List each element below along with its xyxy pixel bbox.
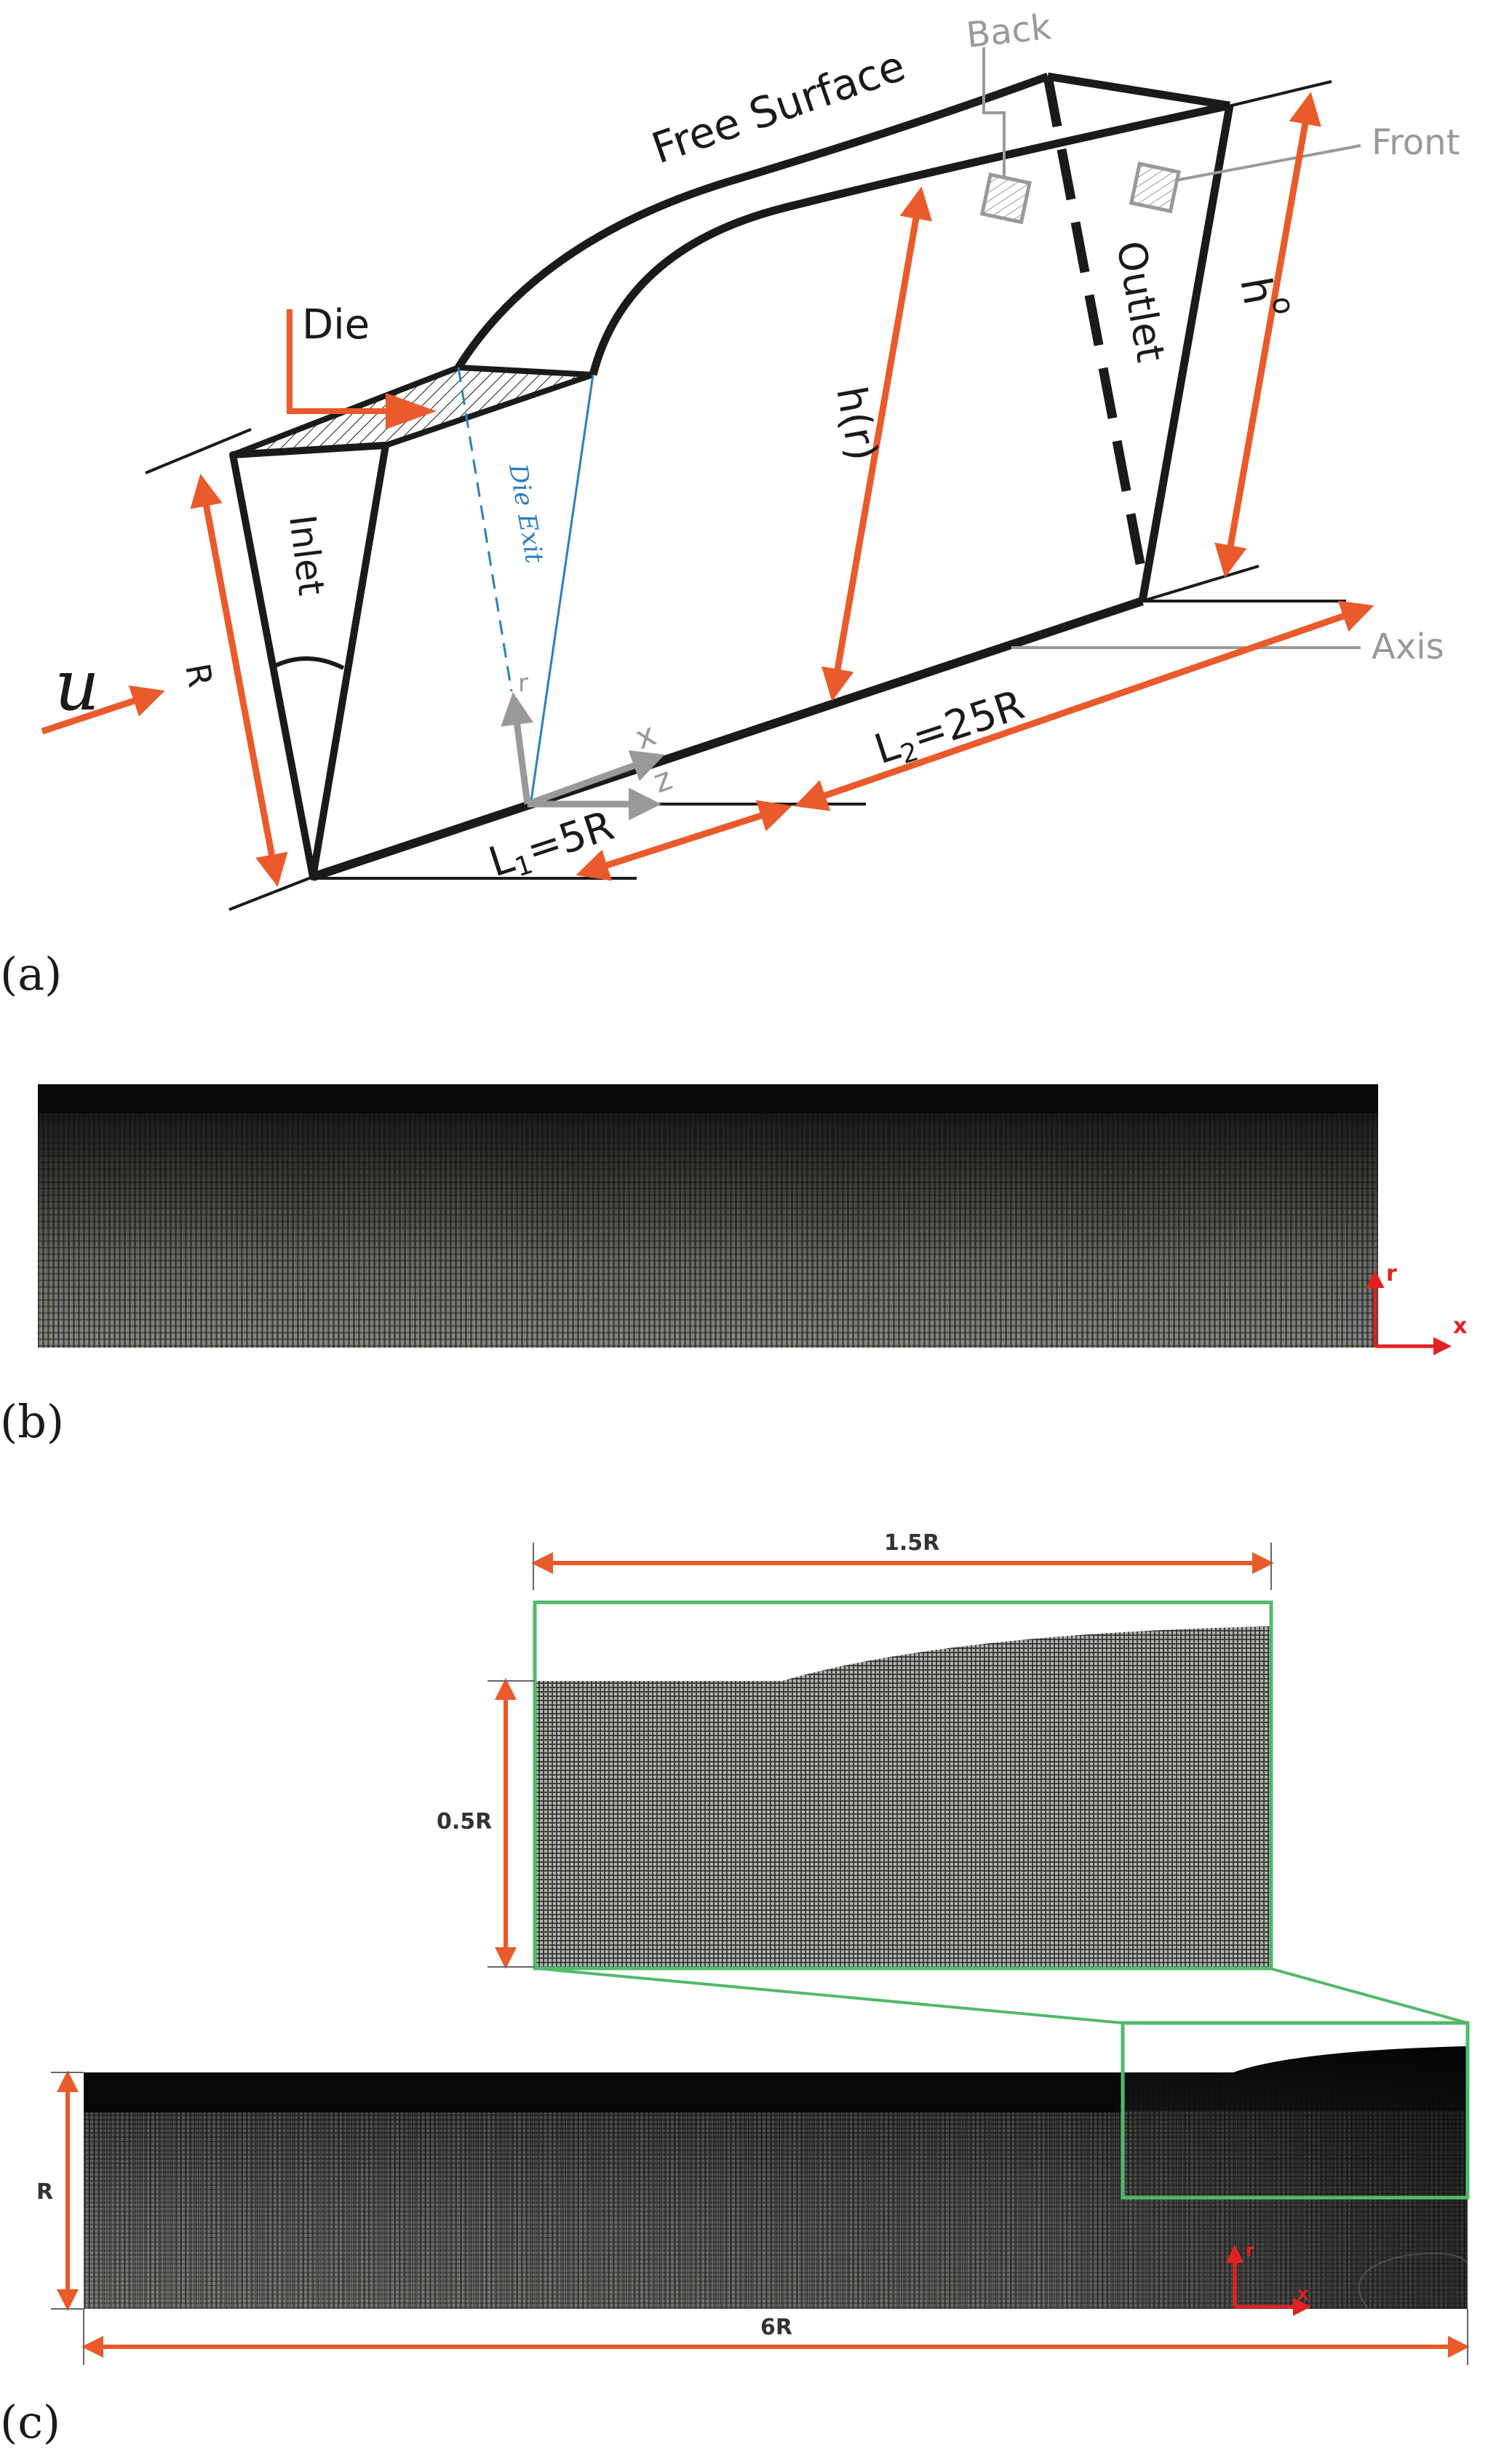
panel-c: 1.5R 0.5R R 6R r x (0, 1530, 1470, 2449)
label-6R: 6R (760, 2315, 792, 2340)
label-R-left: R (36, 2179, 53, 2205)
b-label-x: x (1453, 1313, 1467, 1339)
label-free-surface: Free Surface (645, 41, 911, 173)
inset-shade (536, 1626, 1270, 1967)
c-label-x: x (1297, 2283, 1309, 2304)
label-r: r (518, 669, 528, 698)
b-label-r: r (1386, 1261, 1397, 1287)
panel-b: r x (b) (0, 1084, 1467, 1448)
label-outlet: Outlet (1107, 237, 1174, 365)
inlet-angle-arc (269, 656, 345, 670)
label-h-r: h(r) (827, 383, 886, 464)
coord-x-axis (526, 750, 665, 808)
label-u: u (55, 645, 100, 726)
contour-swirl (1358, 2252, 1468, 2310)
top-back-edge (1047, 72, 1230, 110)
inlet-wedge (229, 442, 389, 880)
dim-h-o-arrow (1214, 92, 1321, 578)
label-inlet: Inlet (281, 512, 333, 597)
zoom-connector-left (536, 1967, 1123, 2024)
dim-L1-arrow (576, 800, 792, 881)
front-leader (1174, 144, 1361, 182)
die-exit-solid (530, 374, 594, 801)
front-marker (1129, 162, 1181, 214)
label-die: Die (302, 301, 370, 349)
label-x: x (630, 716, 661, 758)
dim-L2-arrow (794, 600, 1374, 811)
inlet-top-guide (145, 428, 252, 474)
label-1-5R: 1.5R (884, 1530, 939, 1556)
dim-R-arrow (190, 474, 288, 887)
panel-a-tag: (a) (0, 947, 62, 1001)
mesh-b-top (38, 1084, 1378, 1113)
label-z: z (648, 760, 677, 801)
label-R: R (178, 661, 220, 691)
zoom-connector-right (1269, 1967, 1468, 2024)
inset-frame (533, 1600, 1273, 1971)
c-label-r: r (1246, 2240, 1254, 2260)
axis-line (311, 597, 1144, 881)
panel-a: Free Surface Back Front Die Inlet Outlet… (0, 7, 1460, 1001)
back-marker (979, 172, 1032, 225)
inset-mesh (536, 1626, 1270, 1967)
u-arrow (41, 685, 165, 735)
panel-b-tag: (b) (0, 1395, 64, 1448)
back-leader (982, 47, 1006, 178)
label-die-exit: Die Exit (503, 461, 549, 566)
outlet-top-guide (1222, 80, 1332, 109)
label-L2: L2=25R (869, 681, 1030, 777)
die-exit-dashed (457, 367, 513, 692)
label-0-5R: 0.5R (437, 1809, 492, 1834)
free-surface-back (455, 72, 1049, 370)
outlet-low-guide (1142, 565, 1260, 603)
panel-c-tag: (c) (0, 2396, 60, 2449)
label-back: Back (964, 7, 1053, 56)
die-leader (287, 309, 393, 414)
die-arrowhead (386, 393, 437, 429)
inlet-bottom-guide (228, 875, 314, 911)
mesh-b-hlines (38, 1135, 1378, 1348)
label-front: Front (1372, 122, 1460, 163)
free-surface-inner (589, 101, 1231, 376)
zoom-box (1121, 2021, 1470, 2200)
label-axis: Axis (1372, 627, 1444, 667)
coord-r-axis (501, 692, 533, 805)
full-mesh-top (84, 2072, 1124, 2112)
outlet-dashed (1043, 75, 1146, 569)
